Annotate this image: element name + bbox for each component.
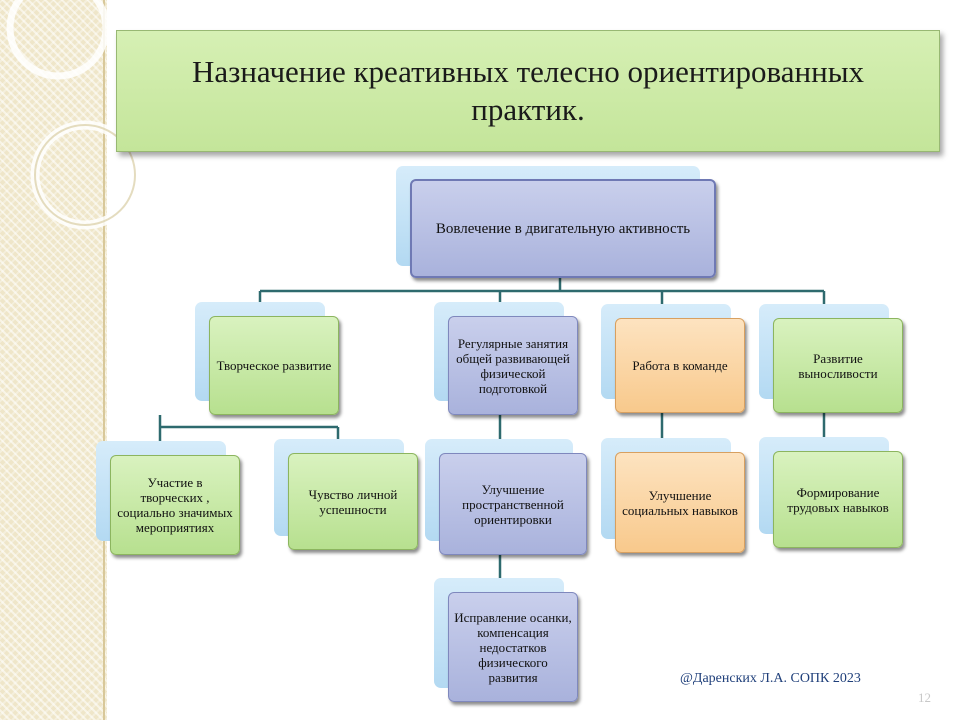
node-creative-development-label: Творческое развитие — [216, 358, 332, 373]
node-regular-physical-training-label: Регулярные занятия общей развивающей физ… — [456, 335, 570, 396]
decorative-strip-edge — [103, 0, 105, 720]
node-endurance: Развитие выносливости — [773, 318, 903, 413]
node-personal-success: Чувство личной успешности — [288, 453, 418, 550]
node-social-skills-label: Улучшение социальных навыков — [622, 487, 738, 518]
node-posture-correction-label: Исправление осанки, компенсация недостат… — [454, 609, 572, 685]
node-labor-skills-label: Формирование трудовых навыков — [787, 484, 889, 515]
node-posture-correction: Исправление осанки, компенсация недостат… — [448, 592, 578, 702]
node-creative-events-label: Участие в творческих , социально значимы… — [117, 475, 233, 535]
node-spatial-orientation-label: Улучшение пространственной ориентировки — [462, 481, 564, 527]
node-teamwork-label: Работа в команде — [632, 358, 728, 373]
node-creative-events: Участие в творческих , социально значимы… — [110, 455, 240, 555]
page-number: 12 — [918, 690, 931, 705]
slide-title: Назначение креативных телесно ориентиров… — [191, 54, 865, 127]
title-banner: Назначение креативных телесно ориентиров… — [116, 30, 940, 152]
node-creative-development: Творческое развитие — [209, 316, 339, 415]
author-footer: @Даренских Л.А. СОПК 2023 — [680, 671, 861, 686]
decorative-rings-icon — [6, 0, 140, 230]
node-personal-success-label: Чувство личной успешности — [308, 486, 398, 517]
root-node-label: Вовлечение в двигательную активность — [435, 220, 691, 237]
node-social-skills: Улучшение социальных навыков — [615, 452, 745, 553]
node-endurance-label: Развитие выносливости — [798, 350, 878, 381]
node-teamwork: Работа в команде — [615, 318, 745, 413]
node-regular-physical-training: Регулярные занятия общей развивающей физ… — [448, 316, 578, 415]
node-labor-skills: Формирование трудовых навыков — [773, 451, 903, 548]
decorative-side-strip — [0, 0, 107, 720]
root-node: Вовлечение в двигательную активность — [410, 179, 716, 278]
node-spatial-orientation: Улучшение пространственной ориентировки — [439, 453, 587, 555]
